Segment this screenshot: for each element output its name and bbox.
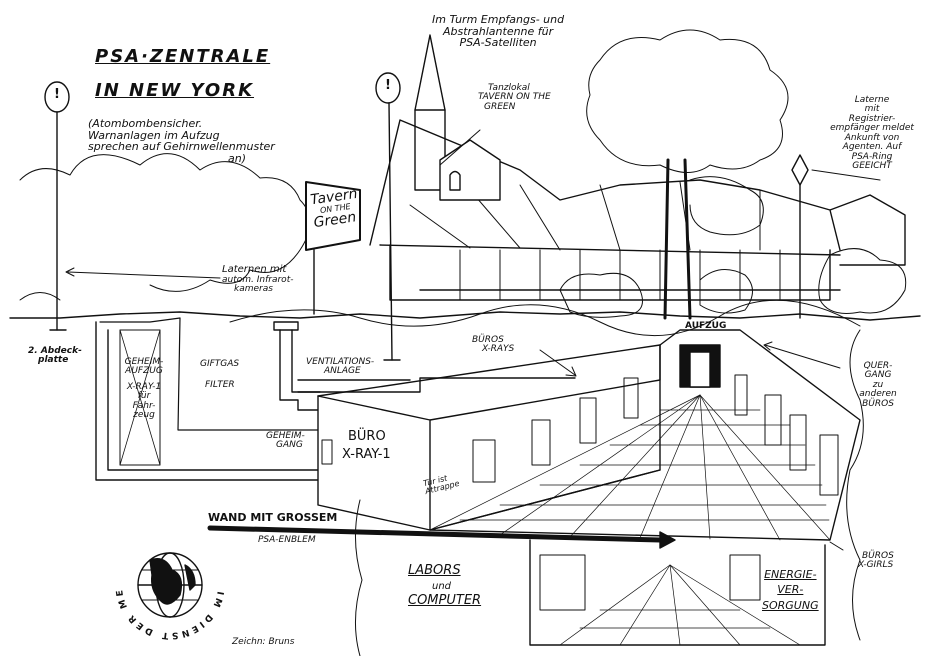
psa-emblem-globe [137, 552, 203, 618]
secret-lift-shaft [95, 317, 331, 481]
label-labs: LABORS und COMPUTER [408, 563, 482, 608]
label-quergang: QUER- GANG zu anderen BÜROS [859, 361, 897, 409]
corridor [429, 329, 861, 541]
label-ventilation: VENTILATIONS- ANLAGE [306, 357, 375, 377]
label-office-x-ray-1: BÜRO X-RAY-1 [342, 429, 391, 462]
sign-text: Tavern ON THE Green [309, 185, 359, 232]
lamp-post-middle [375, 72, 401, 361]
svg-text:IM DIENST DER MENSCHHEIT: IM DIENST DER MENSCHHEIT [115, 530, 225, 640]
label-secret-lift: GEHEIM- AUFZUG X-RAY-1 für Fahr- zeug [124, 357, 164, 421]
title-line-2: IN NEW YORK [95, 80, 255, 101]
label-tower: Im Turm Empfangs- und Abstrahlantenne fü… [432, 13, 565, 50]
label-wall-emblem: PSA-ENBLEM [258, 535, 316, 545]
label-giftgas: GIFTGAS [200, 359, 240, 369]
credit: Zeichn: Bruns [232, 637, 295, 647]
label-bueros-xgirls: BÜROS X-GIRLS [858, 551, 894, 571]
label-bueros-xrays: BÜROS X-RAYS [472, 335, 515, 355]
label-lanterns: Laternen mit autom. Infrarot- kameras [222, 264, 294, 294]
tree [559, 29, 907, 320]
ventilation-pipe [273, 321, 576, 411]
label-geheimgang: GEHEIM- GANG [266, 431, 305, 451]
emblem-ring-text: IM DIENST DER MENSCHHEIT [115, 530, 225, 640]
lamp-left-icon: ! [54, 87, 60, 102]
note-atom: (Atombombensicher. Warnanlagen im Aufzug… [88, 117, 275, 165]
lamp-middle-icon: ! [385, 78, 391, 93]
lamp-post-left [44, 81, 70, 331]
wall-arrow [207, 525, 663, 543]
house-right [829, 194, 906, 266]
label-dance-hall: Tanzlokal TAVERN ON THE GREEN [478, 83, 551, 112]
label-aufzug: AUFZUG [685, 321, 727, 331]
tavern-building [369, 34, 841, 301]
label-filter: FILTER [205, 380, 235, 390]
ground-line [9, 311, 921, 321]
clouds-left [19, 153, 311, 292]
label-cover-plate: 2. Abdeck- platte [28, 346, 82, 366]
earth-crack-right [846, 329, 864, 641]
earth-crack-left [354, 499, 363, 656]
lamp-post-right [791, 154, 809, 319]
labs-room [529, 539, 826, 646]
label-wall: WAND MIT GROSSEM [208, 511, 338, 524]
label-lantern-right: Laterne mit Registrier- empfänger meldet… [830, 95, 914, 172]
tavern-sign [305, 181, 361, 315]
surface-hatching [229, 299, 861, 337]
label-energy: ENERGIE- VER- SORGUNG [762, 568, 819, 612]
title-line-1: PSA·ZENTRALE [95, 46, 271, 67]
